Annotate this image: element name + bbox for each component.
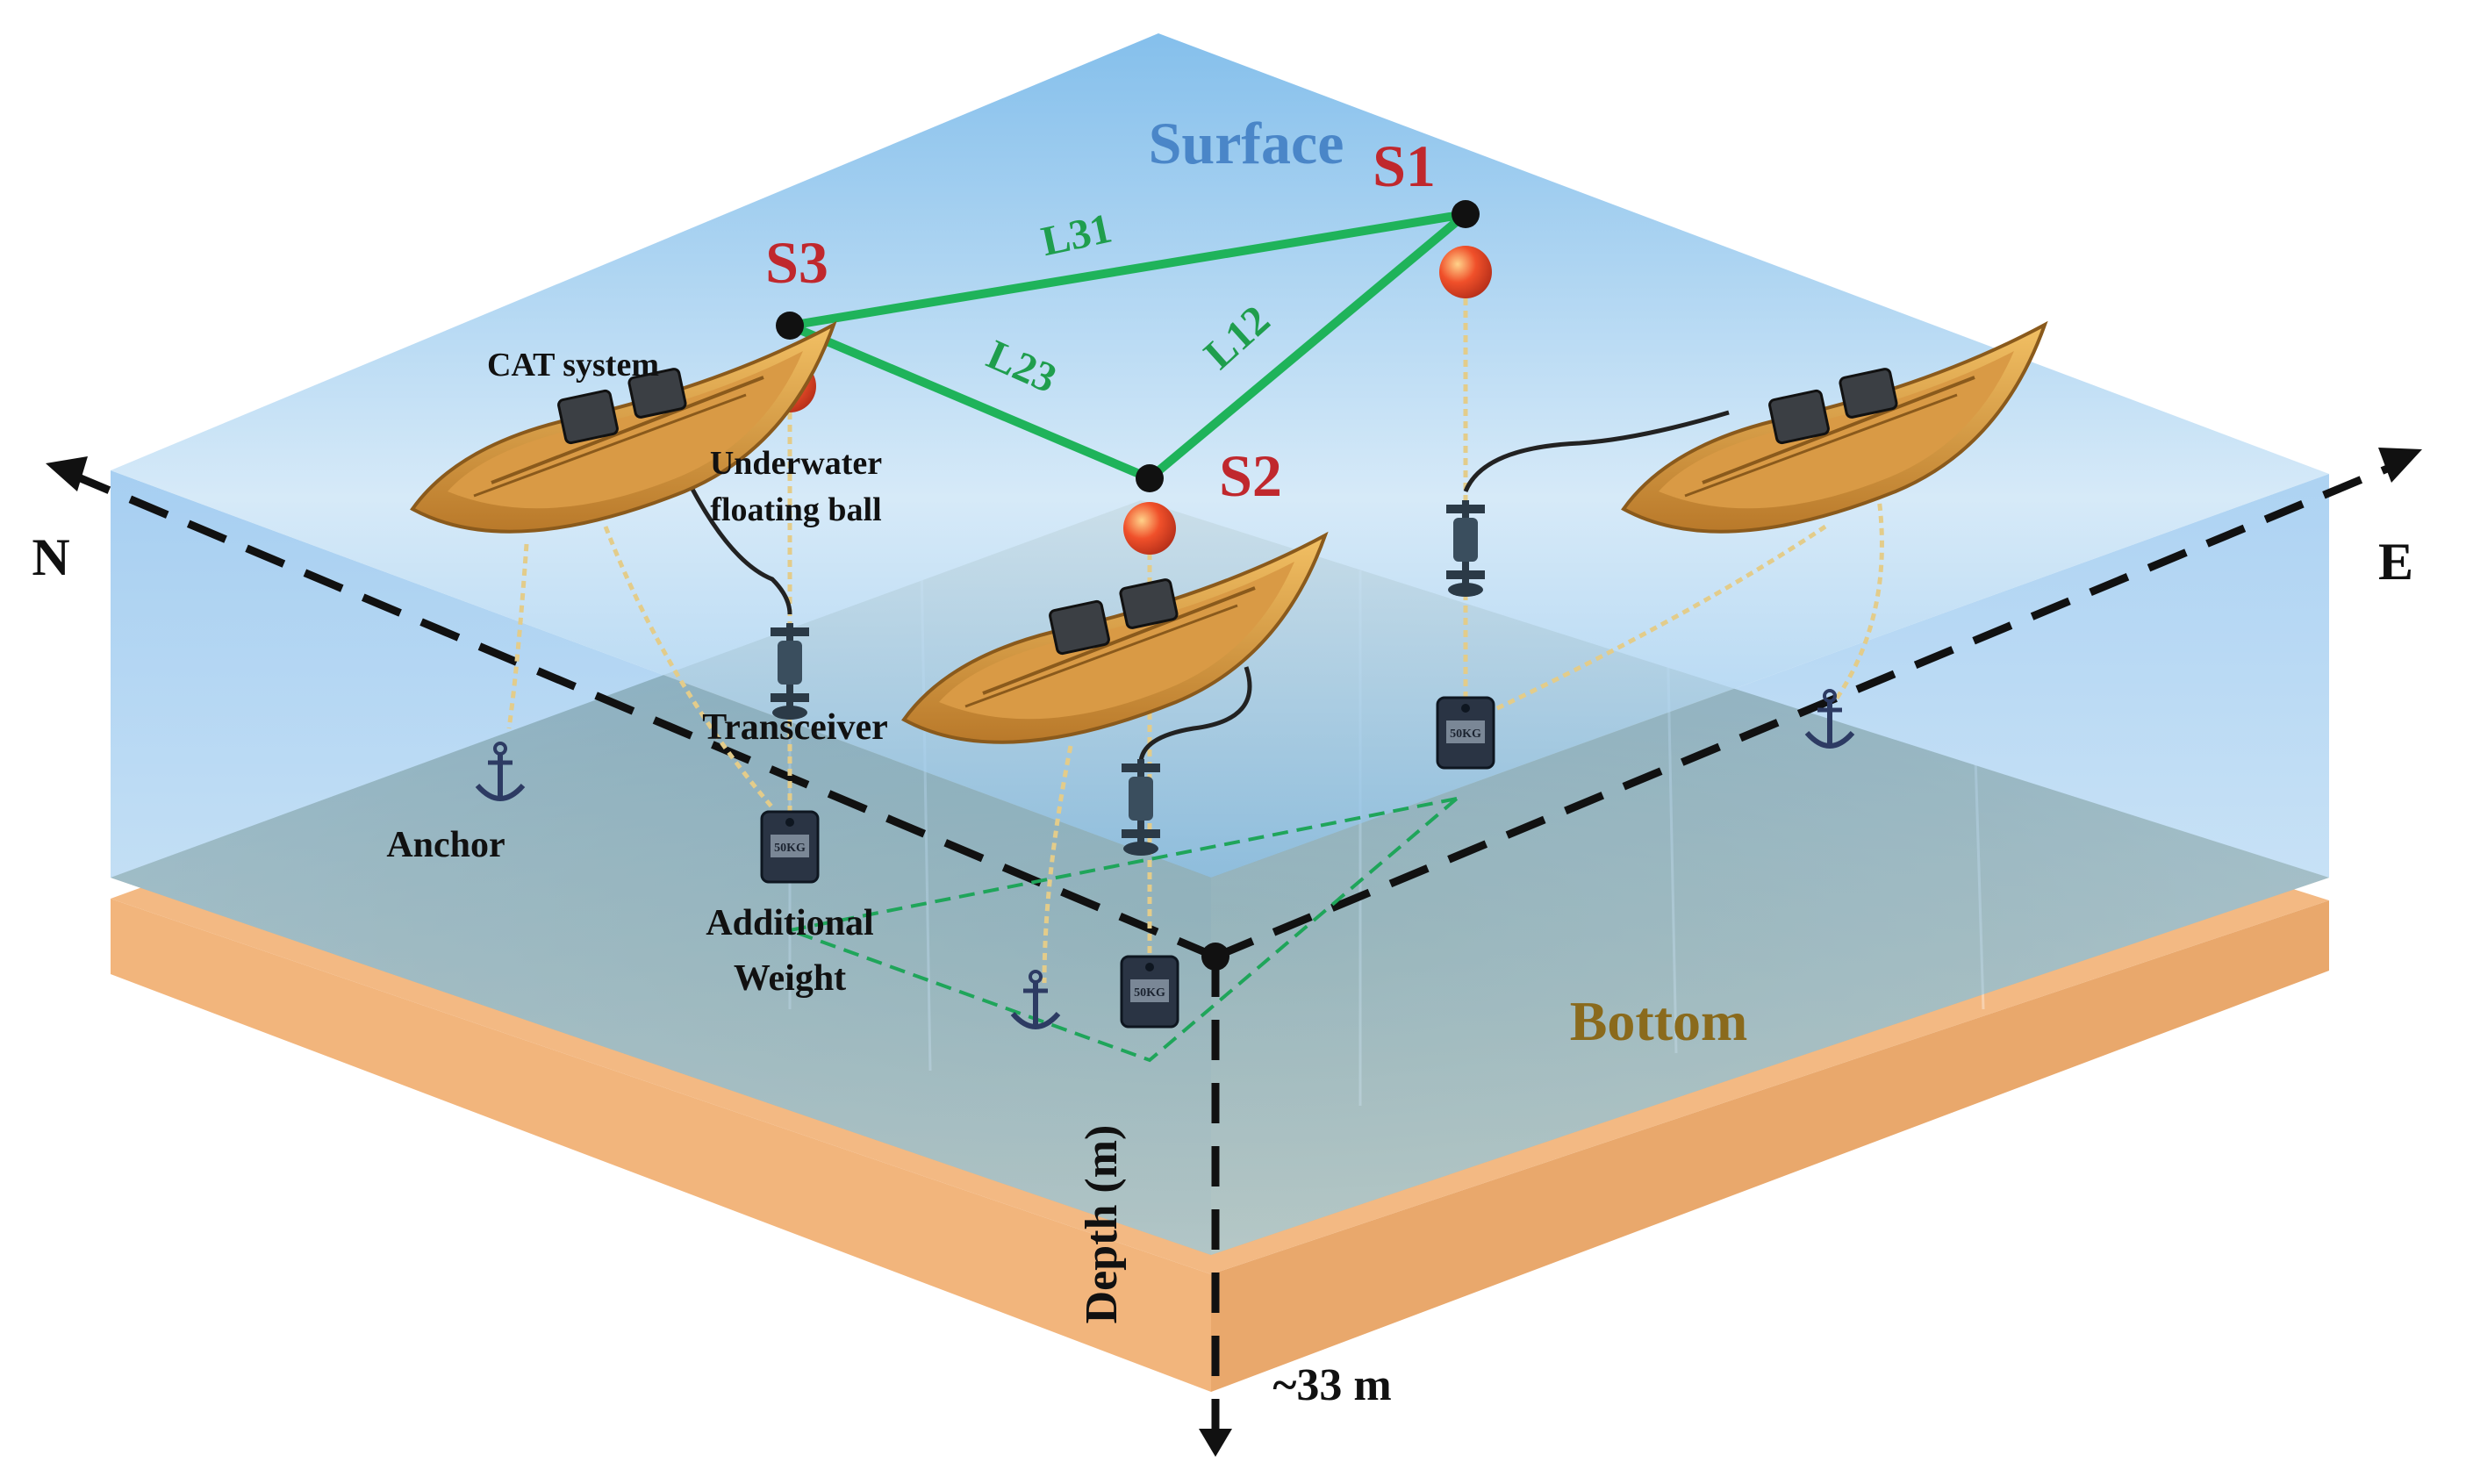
cables: [682, 410, 1730, 764]
east-arrowhead: [2378, 448, 2422, 483]
station-dot-S3: [776, 312, 804, 340]
water-left-face: [111, 470, 1211, 1255]
station-label-S3: S3: [765, 229, 828, 296]
additional-weight-label-2: Weight: [734, 958, 846, 999]
station-dot-S1: [1452, 200, 1480, 228]
depth-axis-label: Depth (m): [1077, 1125, 1127, 1324]
weight-tag-S1: 50KG: [1450, 728, 1481, 741]
additional-weight-label-1: Additional: [706, 903, 873, 943]
bottom-projection-triangle: [783, 795, 1464, 1063]
underwater-ball-label-2: floating ball: [710, 491, 881, 528]
bottom-label: Bottom: [1570, 990, 1748, 1052]
underwater-ball-label-1: Underwater: [710, 445, 882, 482]
station-label-S2: S2: [1219, 442, 1282, 509]
weight-tag-S3: 50KG: [774, 842, 806, 855]
path-line-L12: [1146, 211, 1469, 482]
mooring-ropes: [506, 298, 1884, 984]
north-label: N: [32, 528, 69, 586]
depth-value-label: ~33 m: [1272, 1360, 1391, 1410]
east-label: E: [2378, 533, 2413, 591]
seabed-left-face: [111, 899, 1211, 1392]
seabed-right-face: [1211, 900, 2329, 1392]
transceiver-label: Transceiver: [702, 707, 887, 748]
north-arrowhead: [46, 456, 88, 491]
buoy-S2: [1123, 502, 1176, 555]
path-line-L31: [789, 210, 1466, 330]
north-axis: [68, 470, 1217, 961]
station-label-S1: S1: [1373, 133, 1436, 199]
water-right-face: [1211, 474, 2329, 1255]
station-dot-S2: [1136, 464, 1164, 492]
depth-arrowhead: [1199, 1429, 1232, 1457]
east-axis: [1214, 461, 2398, 961]
weight-tag-S2: 50KG: [1134, 986, 1165, 1000]
water-surface: [111, 33, 2329, 878]
cat-system-label: CAT system: [487, 347, 659, 384]
buoy-S1: [1439, 246, 1492, 298]
origin-dot: [1201, 943, 1229, 971]
anchor-label: Anchor: [386, 825, 505, 865]
surface-label: Surface: [1149, 110, 1344, 176]
path-line-L23: [788, 321, 1151, 483]
